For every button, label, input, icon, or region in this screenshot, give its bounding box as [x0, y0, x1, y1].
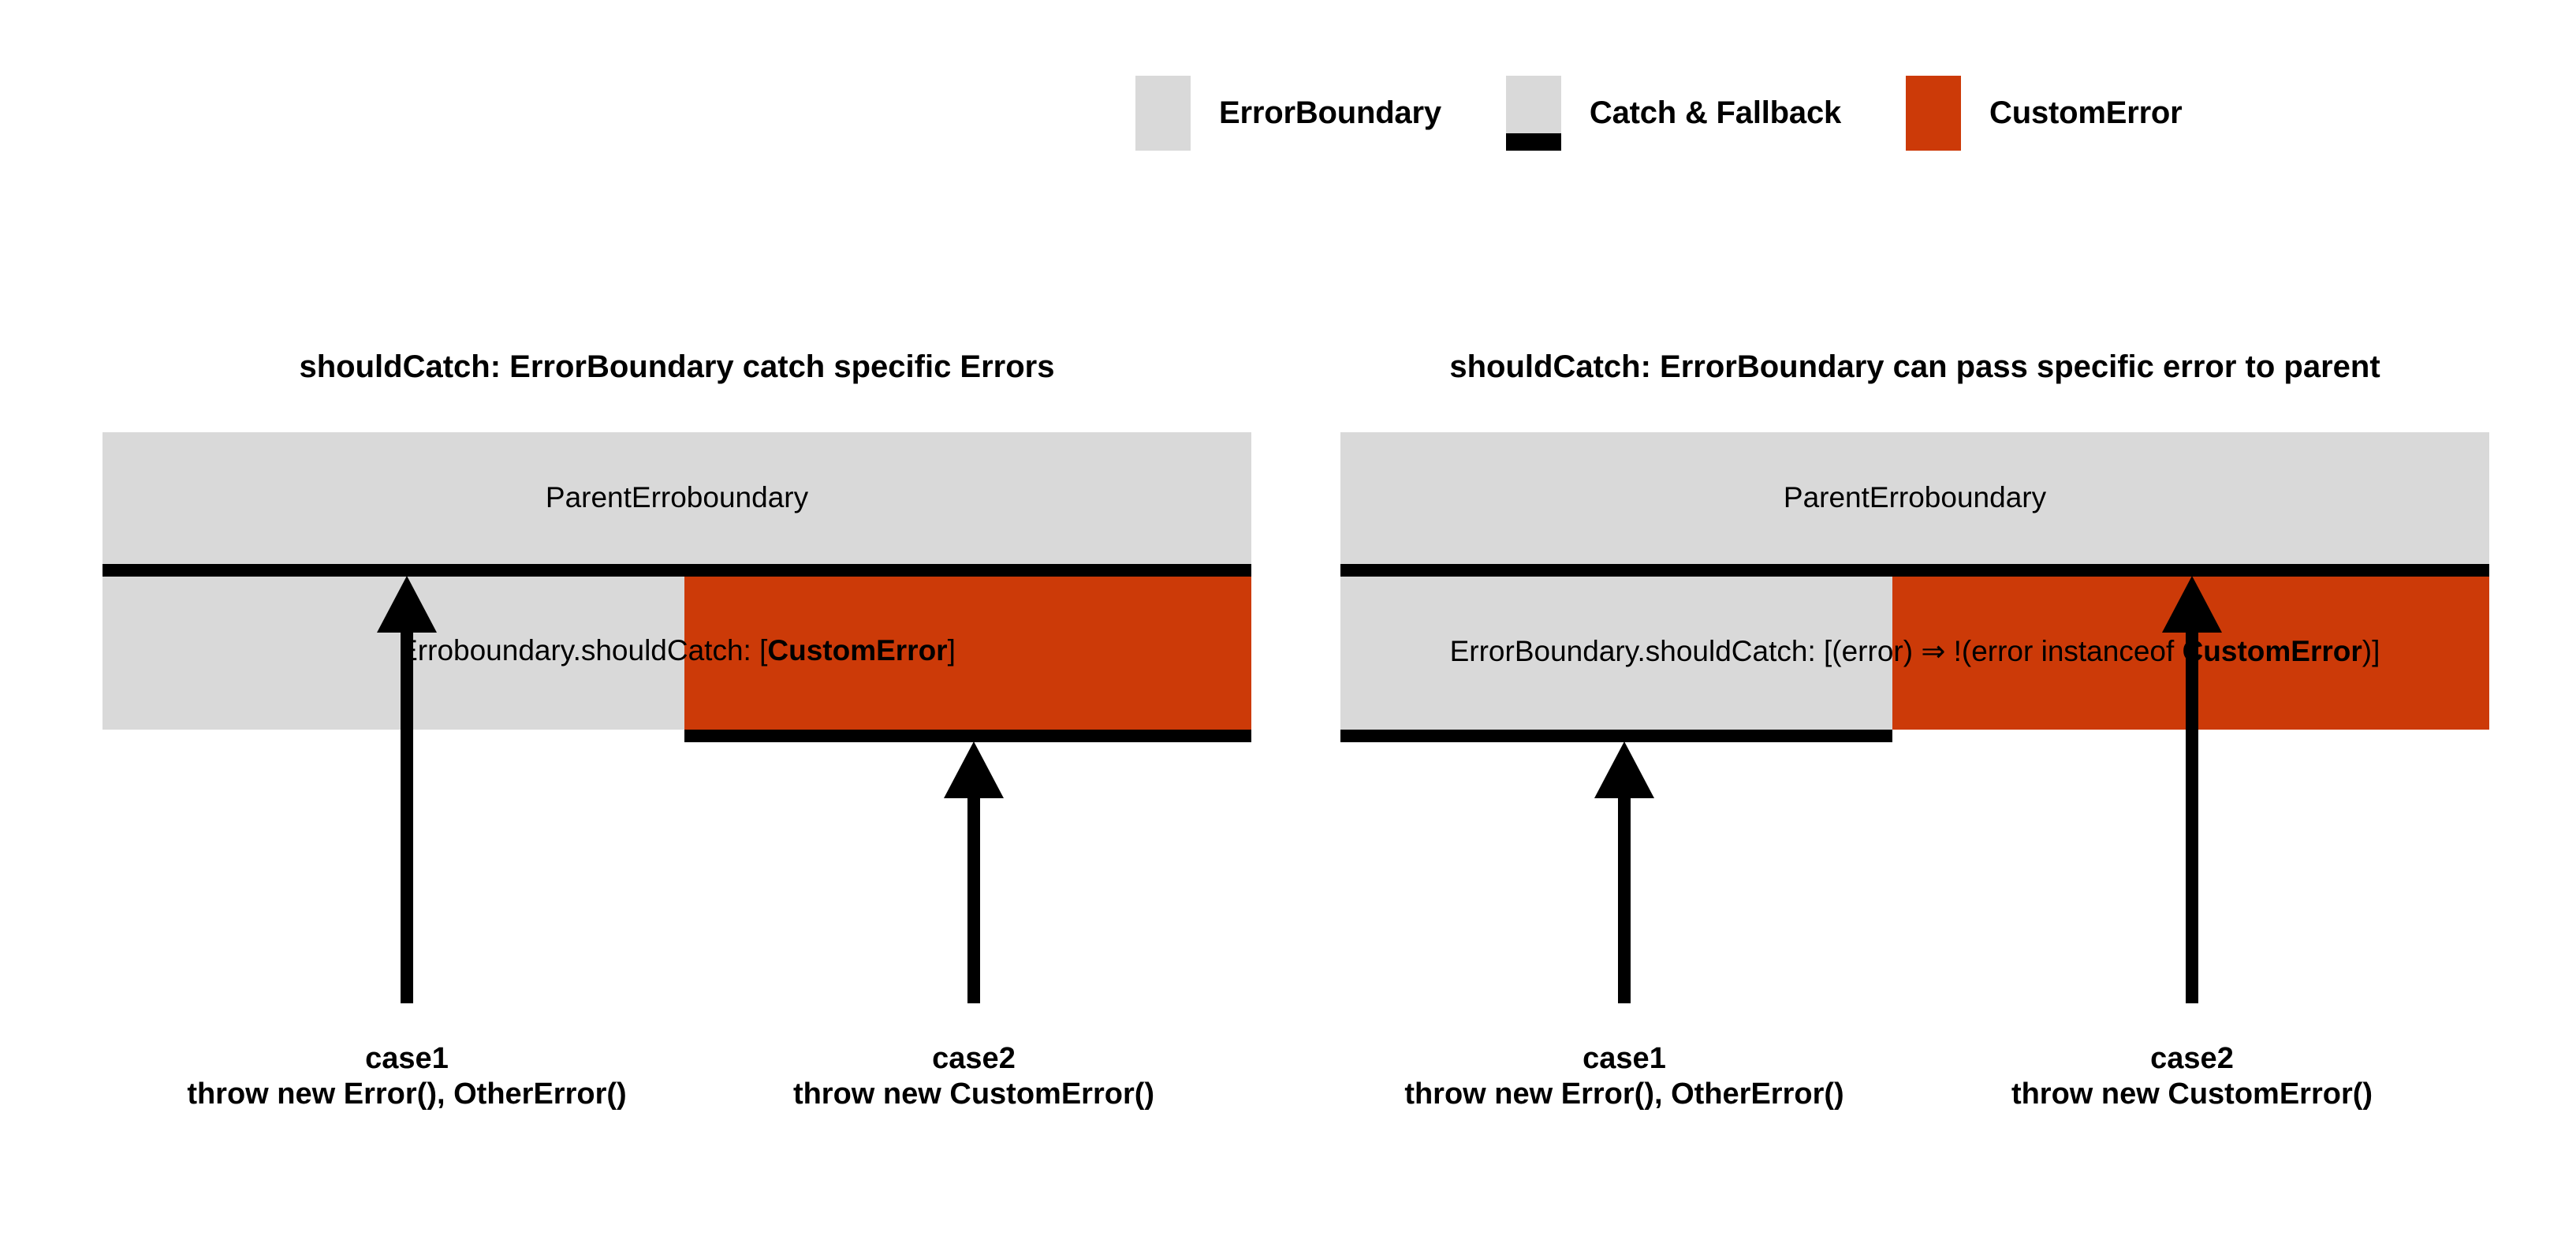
case-title: case2	[2150, 1042, 2234, 1075]
legend-item-catch-fallback: Catch & Fallback	[1505, 76, 1906, 151]
black-bar-icon	[1505, 133, 1561, 151]
case-subtitle: throw new Error(), OtherError()	[1404, 1077, 1844, 1111]
arrow-case2-left	[944, 741, 1004, 1003]
custom-error-catch-fallback-bar-left	[684, 730, 1251, 742]
arrow-case1-right	[1594, 741, 1654, 1003]
error-boundary-catch-fallback-bar-right	[1340, 730, 1892, 742]
case-subtitle: throw new CustomError()	[792, 1077, 1155, 1111]
arrow-case2-right	[2162, 576, 2222, 1003]
case-subtitle: throw new CustomError()	[2011, 1077, 2373, 1111]
parent-error-boundary-box-right: ParentErroboundary	[1340, 432, 2489, 564]
inner-label-bold-right: CustomError	[2182, 635, 2362, 667]
legend-item-custom-error: CustomError	[1906, 76, 2183, 151]
inner-boundary-row-right: ErrorBoundary.shouldCatch: [(error) ⇒ !(…	[1340, 577, 2489, 730]
inner-label-prefix-left: Erroboundary.shouldCatch: [	[398, 634, 768, 667]
inner-custom-error-region-left	[684, 577, 1251, 730]
legend-item-error-boundary: ErrorBoundary	[1135, 76, 1506, 151]
inner-label-suffix-left: ]	[947, 634, 956, 667]
case-subtitle: throw new Error(), OtherError()	[187, 1077, 627, 1111]
inner-boundary-label-left: Erroboundary.shouldCatch: [CustomError]	[103, 634, 1251, 667]
legend-label-custom-error: CustomError	[1989, 95, 2183, 130]
case-title: case1	[1583, 1042, 1666, 1075]
arrow-shaft	[401, 623, 413, 1003]
case-title: case2	[932, 1042, 1016, 1075]
panel-title-right: shouldCatch: ErrorBoundary can pass spec…	[1449, 349, 2380, 384]
gray-square-swatch	[1135, 76, 1191, 151]
inner-label-suffix-right: )]	[2362, 635, 2380, 667]
parent-error-boundary-label-left: ParentErroboundary	[545, 481, 809, 513]
arrow-shaft	[1618, 789, 1631, 1003]
inner-boundary-row-left: Erroboundary.shouldCatch: [CustomError]	[103, 577, 1251, 730]
case-title: case1	[365, 1042, 449, 1075]
inner-boundary-label-right: ErrorBoundary.shouldCatch: [(error) ⇒ !(…	[1340, 634, 2489, 668]
case-label-case1-left: case1 throw new Error(), OtherError()	[131, 1041, 683, 1112]
arrow-case1-left	[377, 576, 437, 1003]
arrow-shaft	[967, 789, 980, 1003]
case-label-case1-right: case1 throw new Error(), OtherError()	[1348, 1041, 1900, 1112]
parent-error-boundary-label-right: ParentErroboundary	[1783, 481, 2047, 513]
gray-square-with-black-bar-swatch	[1505, 76, 1561, 151]
legend: ErrorBoundary Catch & Fallback CustomErr…	[1135, 76, 2183, 151]
case-label-case2-left: case2 throw new CustomError()	[698, 1041, 1250, 1112]
inner-label-bold-left: CustomError	[767, 634, 948, 667]
orange-square-swatch	[1906, 76, 1962, 151]
parent-catch-fallback-bar-left	[103, 564, 1251, 577]
parent-catch-fallback-bar-right	[1340, 564, 2489, 577]
inner-label-prefix-right: ErrorBoundary.shouldCatch: [(error) ⇒ !(…	[1449, 635, 2183, 667]
legend-label-error-boundary: ErrorBoundary	[1219, 95, 1441, 130]
panel-title-left: shouldCatch: ErrorBoundary catch specifi…	[299, 349, 1055, 384]
legend-label-catch-fallback: Catch & Fallback	[1589, 95, 1842, 130]
case-label-case2-right: case2 throw new CustomError()	[1916, 1041, 2468, 1112]
inner-error-boundary-region-right	[1340, 577, 1892, 730]
parent-error-boundary-box-left: ParentErroboundary	[103, 432, 1251, 564]
arrow-shaft	[2186, 623, 2198, 1003]
